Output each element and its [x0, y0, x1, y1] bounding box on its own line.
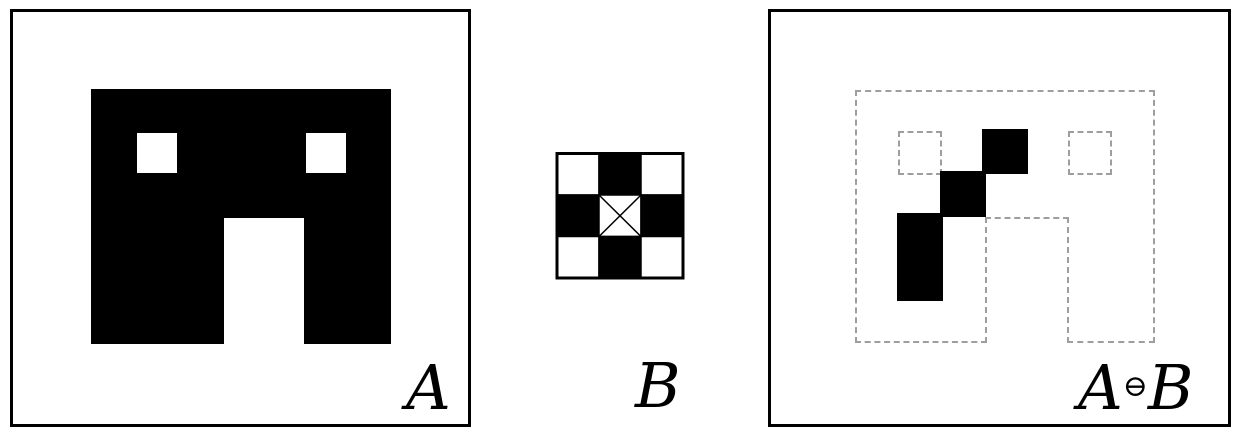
se-cell — [598, 152, 642, 196]
outline-left — [855, 90, 857, 343]
eroded-pixel-middle — [940, 171, 986, 217]
label-b: B — [635, 349, 681, 422]
se-cell — [556, 235, 600, 279]
outline-door-top — [985, 217, 1069, 219]
shape-a-left-window — [137, 133, 177, 173]
eroded-pixel-top-right — [982, 129, 1028, 174]
se-cell — [556, 194, 600, 238]
shape-a-right-window — [306, 133, 346, 173]
label-erosion: A⊖B — [1078, 357, 1193, 424]
panel-a-frame: A — [10, 9, 471, 427]
outline-door-right — [1067, 217, 1069, 343]
outline-left-window — [898, 131, 942, 175]
se-origin-cross-line — [598, 194, 642, 238]
eroded-column-left — [897, 213, 943, 301]
se-cell — [640, 194, 684, 238]
erosion-operator-symbol: ⊖ — [1122, 368, 1148, 404]
outline-right — [1153, 90, 1155, 343]
se-cell — [640, 152, 684, 196]
shape-a-door — [224, 218, 304, 344]
se-cell — [640, 235, 684, 279]
panel-erosion-frame: A⊖B — [768, 9, 1231, 427]
se-cell — [556, 152, 600, 196]
outline-bottom-left — [855, 341, 987, 343]
outline-right-window — [1068, 131, 1112, 175]
outline-door-left — [985, 217, 987, 343]
structuring-element-b — [555, 152, 685, 280]
se-border — [555, 152, 685, 280]
label-erosion-b: B — [1147, 351, 1194, 424]
label-erosion-a: A — [1078, 351, 1123, 424]
label-a: A — [406, 351, 451, 424]
se-cell — [598, 235, 642, 279]
outline-bottom-right — [1067, 341, 1155, 343]
outline-top — [855, 90, 1155, 92]
